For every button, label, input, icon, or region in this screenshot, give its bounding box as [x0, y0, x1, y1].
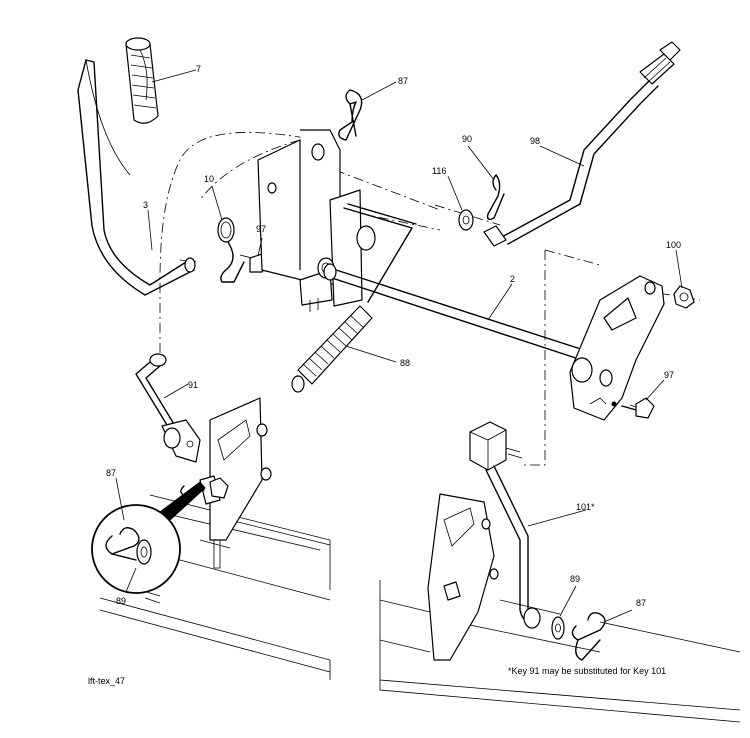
part-10-spring [217, 217, 245, 283]
part-2-lift-shaft [323, 263, 591, 363]
part-88-extension-spring [291, 203, 417, 393]
callout-90: 90 [462, 134, 472, 144]
callout-10: 10 [204, 174, 214, 184]
part-116-washer [458, 209, 474, 231]
callout-88: 88 [400, 358, 410, 368]
footnote: *Key 91 may be substituted for Key 101 [508, 666, 666, 676]
callout-87-top: 87 [398, 76, 408, 86]
callout-91: 91 [188, 380, 198, 390]
callout-101: 101* [576, 502, 595, 512]
callout-89-detail: 89 [116, 596, 126, 606]
part-97-bolt-right [621, 397, 655, 419]
main-bracket [257, 129, 376, 312]
callout-87-detail: 87 [106, 468, 116, 478]
callout-3: 3 [143, 200, 148, 210]
callout-89-right: 89 [570, 574, 580, 584]
part-87-hairpin-clip-right [571, 612, 606, 661]
callout-97-right: 97 [664, 370, 674, 380]
callout-116: 116 [432, 166, 446, 176]
right-lift-bracket [569, 275, 665, 421]
part-100-nut [673, 285, 695, 309]
deck-frame-lines [99, 494, 741, 723]
figure-code: lft-tex_47 [88, 676, 125, 686]
part-101-lift-arm [427, 421, 541, 661]
part-91-lift-arm [135, 353, 272, 569]
part-7-handle-grip [125, 37, 159, 124]
callout-7: 7 [196, 64, 201, 74]
callout-100: 100 [666, 240, 681, 250]
callout-2: 2 [510, 274, 515, 284]
callout-labels: 7 87 10 3 97 116 90 98 100 2 88 91 97 87… [106, 64, 681, 608]
callout-98: 98 [530, 136, 540, 146]
part-98-lift-link [483, 41, 681, 247]
part-3-lift-handle [77, 59, 196, 296]
leader-lines [115, 69, 683, 623]
detail-callout-circle [91, 481, 206, 594]
part-89-washer-right [551, 616, 565, 640]
callout-97-left: 97 [256, 224, 266, 234]
part-87-hairpin-clip-top [338, 89, 363, 141]
part-90-clip [486, 174, 505, 221]
callout-87-right: 87 [636, 598, 646, 608]
